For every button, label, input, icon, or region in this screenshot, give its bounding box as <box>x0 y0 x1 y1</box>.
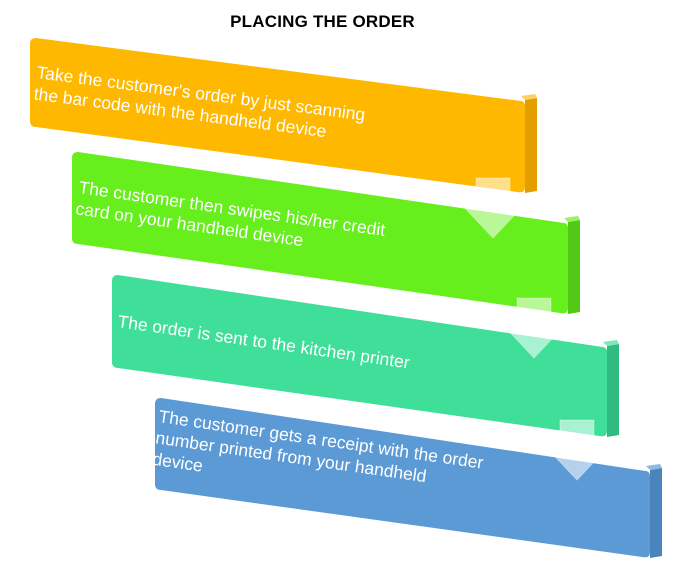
step-block-side <box>607 344 619 437</box>
step-block-top-edge <box>521 94 537 100</box>
step-block-face <box>72 152 568 314</box>
step-block-top-edge <box>564 216 580 222</box>
step-block-side <box>650 468 662 558</box>
step-block-top-edge <box>646 464 662 470</box>
step-block-face <box>30 38 525 193</box>
diagram-title: PLACING THE ORDER <box>230 12 415 31</box>
process-step-1: Take the customer's order by just scanni… <box>30 38 537 193</box>
down-arrow-icon <box>543 419 611 481</box>
step-block-side <box>525 98 537 193</box>
step-block-face <box>112 275 607 437</box>
down-arrow-icon <box>459 177 527 239</box>
step-block-face <box>155 398 650 558</box>
process-step-4: The customer gets a receipt with the ord… <box>151 398 662 558</box>
step-block-side <box>568 220 580 314</box>
down-arrow-icon <box>500 297 568 359</box>
process-step-2: The customer then swipes his/her creditc… <box>72 152 580 314</box>
step-block-top-edge <box>603 340 619 346</box>
process-step-3: The order is sent to the kitchen printer <box>112 275 619 437</box>
